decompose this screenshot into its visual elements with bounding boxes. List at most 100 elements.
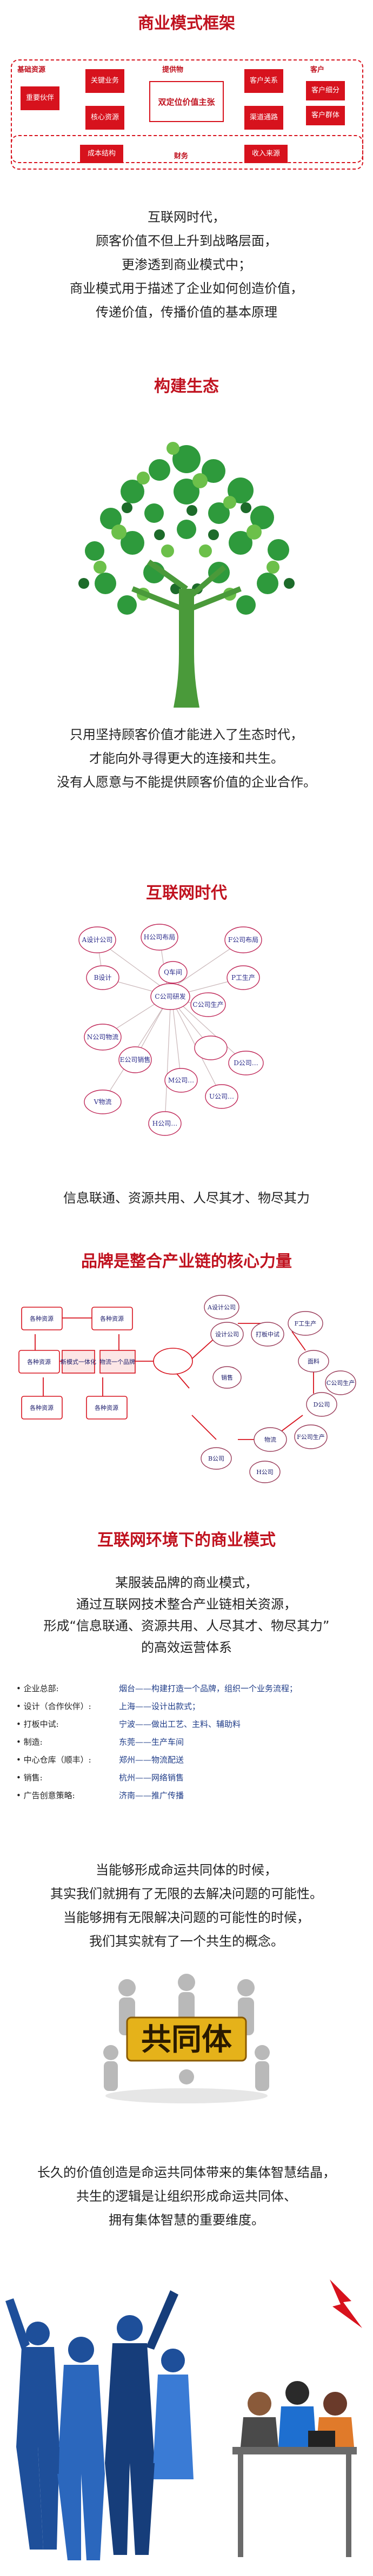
network-diagram: A设计公司 B设计 H公司布局 F公司布局 Q车间 P工生产 C公司研发 C公司… <box>78 924 264 1136</box>
ecosystem-line: 没有人愿意与不能提供顾客价值的企业合作。 <box>57 775 316 790</box>
section-title-internet-business-model: 互联网环境下的商业模式 <box>97 1531 276 1550</box>
node-c-production: C公司生产 <box>192 1001 223 1008</box>
bullet-key: 企业总部: <box>23 1684 59 1693</box>
box-cost-structure: 成本结构 <box>80 145 123 163</box>
intro-paragraph: 互联网时代， 顾客价值不但上升到战略层面， 更渗透到商业模式中； 商业模式用于描… <box>0 205 373 324</box>
node-q-workshop: Q车间 <box>164 968 182 976</box>
bullet-row: • 销售:杭州——网络销售 <box>16 1769 362 1787</box>
brand-model-line: 通过互联网技术整合产业链相关资源， <box>76 1597 297 1612</box>
node-n-logistics: N公司物流 <box>87 1033 119 1041</box>
section-title-internet-era: 互联网时代 <box>146 884 227 903</box>
paper-plane-icon <box>330 2279 362 2328</box>
section-title-ecosystem: 构建生态 <box>154 377 219 396</box>
brand-model-line: 某服装品牌的商业模式， <box>115 1575 258 1590</box>
community-line: 当能够形成命运共同体的时候， <box>96 1862 277 1878</box>
node-a-design: A设计公司 <box>82 936 113 944</box>
intro-line: 更渗透到商业模式中； <box>122 257 251 272</box>
chain-node: 物流 <box>264 1436 276 1443</box>
section-title-business-model: 商业模式框架 <box>138 14 235 33</box>
label-finance: 财务 <box>174 152 189 160</box>
label-basic-resource: 基础资源 <box>17 66 46 74</box>
box-customer-group: 客户群体 <box>306 106 345 125</box>
section-title-brand: 品牌是整合产业链的核心力量 <box>81 1252 292 1271</box>
bullet-key: 中心仓库（顺丰）: <box>23 1755 91 1765</box>
team-left <box>5 2290 194 2560</box>
box-customer-segment: 客户细分 <box>306 81 345 100</box>
chain-node: C公司生产 <box>327 1379 355 1387</box>
bullet-key: 设计（合作伙伴）: <box>23 1701 91 1711</box>
bullet-value: 上海——设计出款式； <box>119 1701 201 1711</box>
res-node: 各种资源 <box>30 1315 54 1322</box>
figures <box>103 1974 270 2091</box>
community-paragraph: 当能够形成命运共同体的时候， 其实我们就拥有了无限的去解决问题的可能性。 当能够… <box>0 1858 373 1953</box>
chain-node: D公司 <box>314 1401 330 1408</box>
label-offering: 提供物 <box>162 66 184 74</box>
intro-line: 商业模式用于描述了企业如何创造价值， <box>70 281 303 296</box>
bullet-value: 郑州——物流配送 <box>119 1755 184 1765</box>
box-key-business: 关键业务 <box>85 69 124 93</box>
node-m-company: M公司… <box>168 1077 194 1084</box>
business-bullet-list: • 企业总部:烟台——构建打造一个品牌，组织一个业务流程； • 设计（合作伙伴）… <box>16 1680 362 1805</box>
node-f-layout: F公司布局 <box>228 936 258 944</box>
bullet-value: 济南——推广传播 <box>119 1791 184 1800</box>
community-banner: 共同体 <box>141 2022 232 2057</box>
box-revenue: 收入来源 <box>244 145 288 163</box>
community-illustration: 共同体 <box>103 1974 270 2103</box>
community-line: 我们其实就有了一个共生的概念。 <box>89 1934 284 1949</box>
chain-node: 打板中试 <box>256 1330 279 1338</box>
chain-node: F公司生产 <box>297 1433 325 1441</box>
bullet-row: • 打板中试:宁波——做出工艺、主料、辅助料 <box>16 1716 362 1733</box>
box-channels: 渠道通路 <box>244 106 283 130</box>
box-partners: 重要伙伴 <box>21 86 59 110</box>
bullet-row: • 广告创意策略:济南——推广传播 <box>16 1787 362 1805</box>
bullet-key: 广告创意策略: <box>23 1791 75 1800</box>
intro-line: 顾客价值不但上升到战略层面， <box>96 233 277 248</box>
bullet-value: 杭州——网络销售 <box>119 1773 184 1783</box>
chain-node: H公司 <box>256 1469 274 1476</box>
intro-line: 互联网时代， <box>148 210 225 225</box>
chain-node: 面料 <box>308 1357 319 1365</box>
res-node: 各种资源 <box>30 1404 54 1411</box>
bullet-key: 打板中试: <box>23 1719 59 1729</box>
closing-paragraph: 长久的价值创造是命运共同体带来的集体智慧结晶， 共生的逻辑是让组织形成命运共同体… <box>0 2161 373 2232</box>
ecosystem-line: 才能向外寻得更大的连接和共生。 <box>89 751 284 766</box>
node-u-company: U公司… <box>209 1093 234 1100</box>
chain-node: 销售 <box>221 1374 233 1381</box>
node-p-production: P工生产 <box>231 974 255 981</box>
community-line: 其实我们就拥有了无限的去解决问题的可能性。 <box>50 1886 323 1901</box>
bullet-row: • 企业总部:烟台——构建打造一个品牌，组织一个业务流程； <box>16 1680 362 1698</box>
node-v-logistics: V物流 <box>94 1098 112 1106</box>
closing-line: 拥有集体智慧的重要维度。 <box>109 2212 264 2228</box>
label-customer: 客户 <box>310 66 325 74</box>
finance-frame <box>11 135 363 170</box>
new-model-node: 新模式一体化 <box>61 1358 96 1366</box>
ecosystem-paragraph: 只用坚持顾客价值才能进入了生态时代， 才能向外寻得更大的连接和共生。 没有人愿意… <box>0 723 373 794</box>
closing-line: 共生的逻辑是让组织形成命运共同体、 <box>76 2189 297 2204</box>
bullet-row: • 中心仓库（顺丰）:郑州——物流配送 <box>16 1751 362 1769</box>
intro-line: 传递价值，传播价值的基本原理 <box>96 305 277 320</box>
chain-node: 设计公司 <box>215 1331 239 1338</box>
brand-model-line: 的高效运营体系 <box>141 1640 232 1655</box>
community-line: 当能够拥有无限解决问题的可能性的时候， <box>63 1910 310 1925</box>
chain-node: B公司 <box>208 1455 224 1462</box>
value-proposition-box: 双定位价值主张 <box>149 81 224 122</box>
node-b-design: B设计 <box>94 974 112 981</box>
closing-line: 长久的价值创造是命运共同体带来的集体智慧结晶， <box>37 2165 336 2180</box>
bullet-key: 制造: <box>23 1737 43 1747</box>
box-customer-relationship: 客户关系 <box>244 69 283 93</box>
bullet-row: • 制造:东莞——生产车间 <box>16 1733 362 1751</box>
brand-model-paragraph: 某服装品牌的商业模式， 通过互联网技术整合产业链相关资源， 形成“信息联通、资源… <box>0 1572 373 1658</box>
team-right <box>232 2381 357 2557</box>
chain-node: F工生产 <box>295 1320 317 1327</box>
res-node: 各种资源 <box>27 1358 51 1366</box>
network-nodes <box>78 924 264 1136</box>
box-core-resource: 核心资源 <box>85 106 124 130</box>
network-caption: 信息联通、资源共用、人尽其才、物尽其力 <box>63 1191 310 1206</box>
tree-canopy <box>85 445 289 615</box>
node-h-company: H公司… <box>152 1120 177 1127</box>
banner-letters <box>126 2016 247 2062</box>
bullet-value: 东莞——生产车间 <box>119 1737 184 1747</box>
node-c-rnd: C公司研发 <box>155 992 185 1000</box>
node-h-layout: H公司布局 <box>144 933 175 941</box>
res-node: 各种资源 <box>95 1404 118 1411</box>
